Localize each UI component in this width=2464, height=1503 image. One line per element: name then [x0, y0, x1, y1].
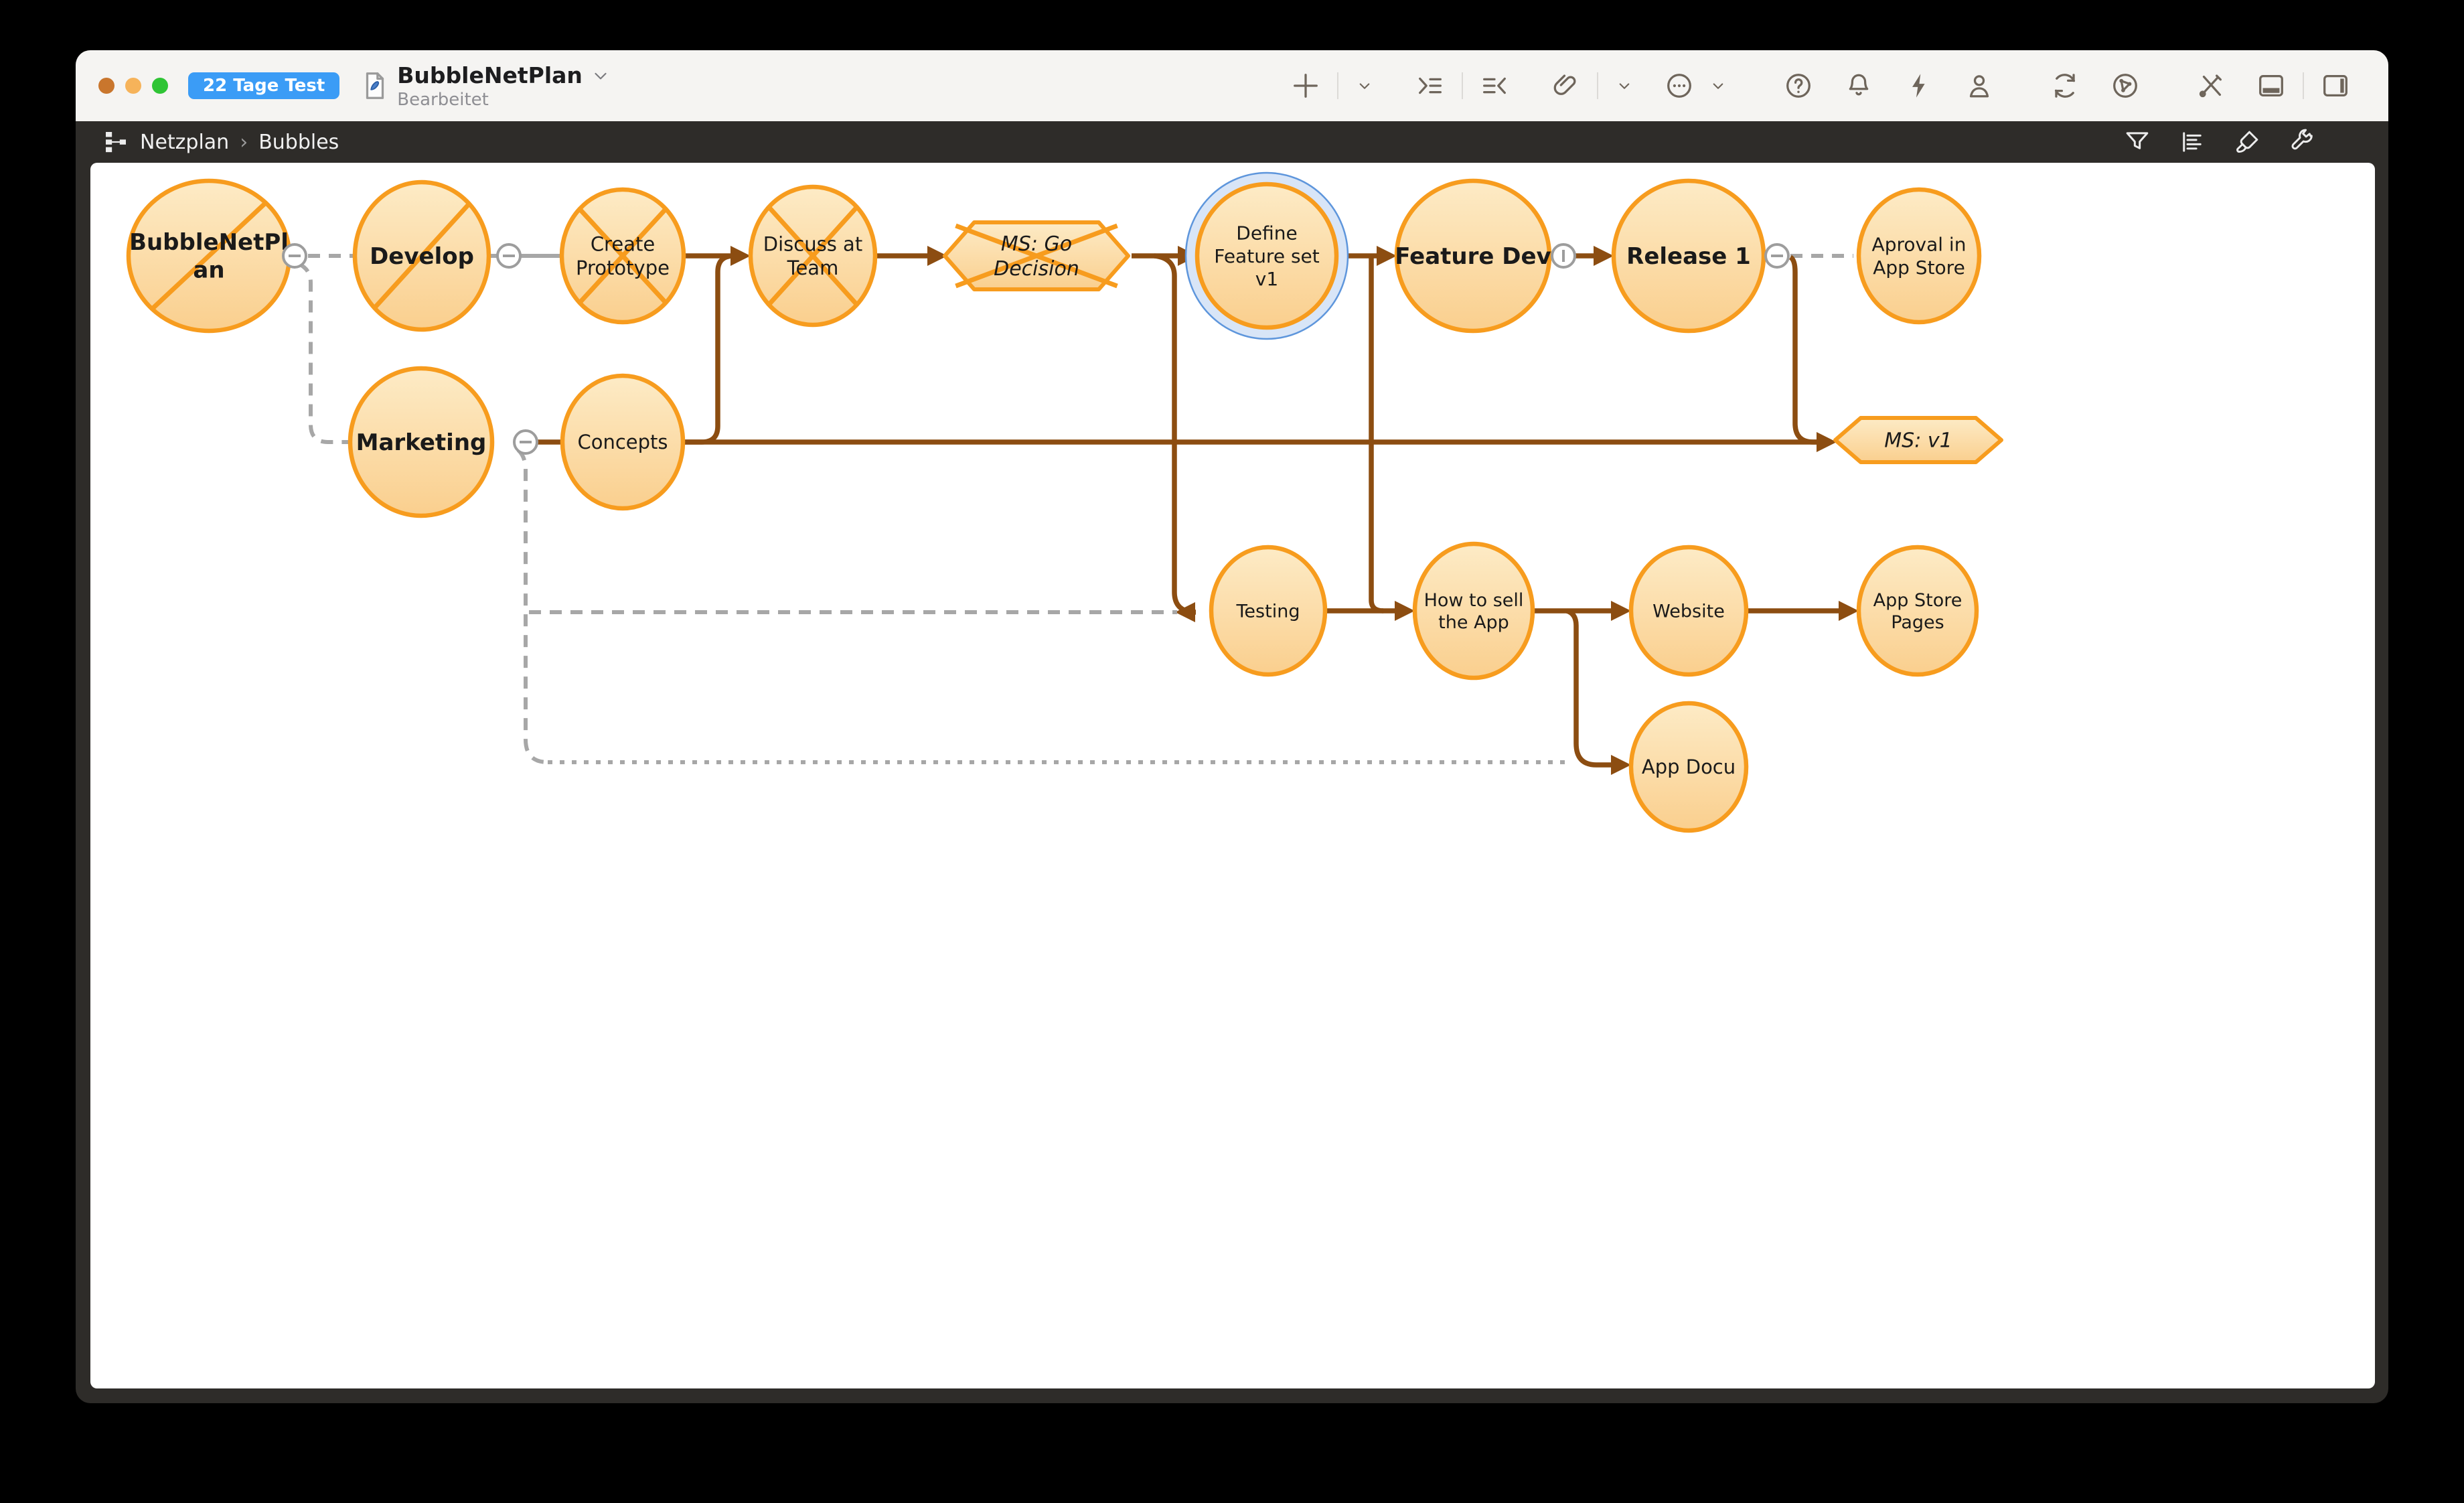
paperclip-icon[interactable] — [1550, 70, 1581, 101]
node-app-docu[interactable]: App Docu — [1628, 701, 1749, 833]
node-ms-v1[interactable]: MS: v1 — [1833, 416, 2003, 464]
question-circle-icon[interactable] — [1783, 70, 1814, 101]
panel-bottom-icon[interactable] — [2256, 70, 2287, 101]
node-concepts[interactable]: Concepts — [560, 373, 686, 511]
strike-line — [576, 206, 669, 305]
document-icon — [360, 70, 390, 101]
collapse-button[interactable] — [282, 243, 307, 269]
strike-line — [149, 200, 268, 312]
lightning-icon[interactable] — [1904, 70, 1934, 101]
window-title: BubbleNetPlan — [397, 62, 583, 88]
edge-dependency — [1369, 257, 1384, 614]
plus-icon[interactable] — [1290, 70, 1321, 101]
collapse-button[interactable] — [496, 243, 522, 269]
minimize-button[interactable] — [125, 78, 141, 94]
tools-icon[interactable] — [2196, 70, 2226, 101]
node-label: Marketing — [356, 429, 487, 456]
node-label: Feature Dev — [1395, 243, 1551, 270]
bell-icon[interactable] — [1843, 70, 1874, 101]
canvas-toolbar — [2123, 121, 2316, 163]
node-label: App Docu — [1642, 756, 1736, 778]
collapse-button[interactable] — [1764, 243, 1790, 269]
node-testing[interactable]: Testing — [1209, 545, 1328, 677]
node-develop[interactable]: Develop — [352, 180, 491, 332]
trial-badge[interactable]: 22 Tage Test — [188, 72, 340, 99]
edge-link — [516, 448, 548, 764]
funnel-icon[interactable] — [2123, 128, 2151, 156]
connector-button[interactable] — [1551, 243, 1576, 269]
strike-line — [766, 204, 860, 307]
node-marketing[interactable]: Marketing — [348, 366, 495, 518]
breadcrumb-separator: › — [240, 130, 248, 154]
breadcrumb-bar: Netzplan › Bubbles — [76, 121, 2388, 163]
outline-hierarchy-icon[interactable] — [102, 129, 129, 155]
person-icon[interactable] — [1964, 70, 1995, 101]
outdent-icon[interactable] — [1479, 70, 1510, 101]
toolbar-divider — [1337, 72, 1338, 99]
chevron-down-icon[interactable] — [1355, 76, 1375, 96]
edge-dependency — [1154, 253, 1197, 622]
strike-line — [372, 201, 472, 311]
node-label: Release 1 — [1626, 243, 1751, 270]
edge-dependency — [1788, 255, 1819, 445]
document-title-block[interactable]: BubbleNetPlan Bearbeitet — [360, 62, 611, 110]
panel-right-icon[interactable] — [2320, 70, 2351, 101]
ellipsis-circle-icon[interactable] — [1664, 70, 1695, 101]
node-release-1[interactable]: Release 1 — [1611, 178, 1766, 334]
wrench-icon[interactable] — [2288, 128, 2316, 156]
app-window: 22 Tage Test BubbleNetPlan Bearbeitet — [76, 50, 2388, 1403]
sync-icon[interactable] — [2050, 70, 2080, 101]
outline-list-icon[interactable] — [2178, 128, 2206, 156]
node-website[interactable]: Website — [1628, 545, 1749, 677]
toolbar-divider — [1597, 72, 1598, 99]
node-feature-dev[interactable]: Feature Dev — [1394, 178, 1552, 334]
node-label: MS: v1 — [1884, 429, 1952, 453]
indent-icon[interactable] — [1415, 70, 1446, 101]
chevron-down-icon[interactable] — [1614, 76, 1634, 96]
node-label: Testing — [1236, 601, 1300, 622]
node-label: Concepts — [577, 431, 668, 453]
title-bar: 22 Tage Test BubbleNetPlan Bearbeitet — [76, 50, 2388, 121]
globe-network-icon[interactable] — [2110, 70, 2141, 101]
strike-line — [955, 223, 1118, 289]
breadcrumb-current[interactable]: Bubbles — [258, 130, 339, 154]
title-chevron-down-icon[interactable] — [591, 65, 611, 85]
node-label: Develop — [370, 243, 474, 270]
toolbar-divider — [1462, 72, 1463, 99]
breadcrumb-root[interactable]: Netzplan — [140, 130, 230, 154]
collapse-button[interactable] — [513, 429, 538, 455]
edge-dependency — [684, 253, 735, 445]
document-status: Bearbeitet — [397, 89, 489, 110]
edge-link — [297, 262, 351, 444]
edge-dependency — [1565, 608, 1631, 775]
toolbar-divider — [2303, 72, 2304, 99]
node-label: Website — [1652, 601, 1725, 622]
chevron-down-icon[interactable] — [1708, 76, 1728, 96]
traffic-lights — [98, 78, 168, 94]
close-button[interactable] — [98, 78, 114, 94]
toolbar — [1284, 50, 2358, 121]
brush-icon[interactable] — [2233, 128, 2261, 156]
zoom-button[interactable] — [152, 78, 168, 94]
